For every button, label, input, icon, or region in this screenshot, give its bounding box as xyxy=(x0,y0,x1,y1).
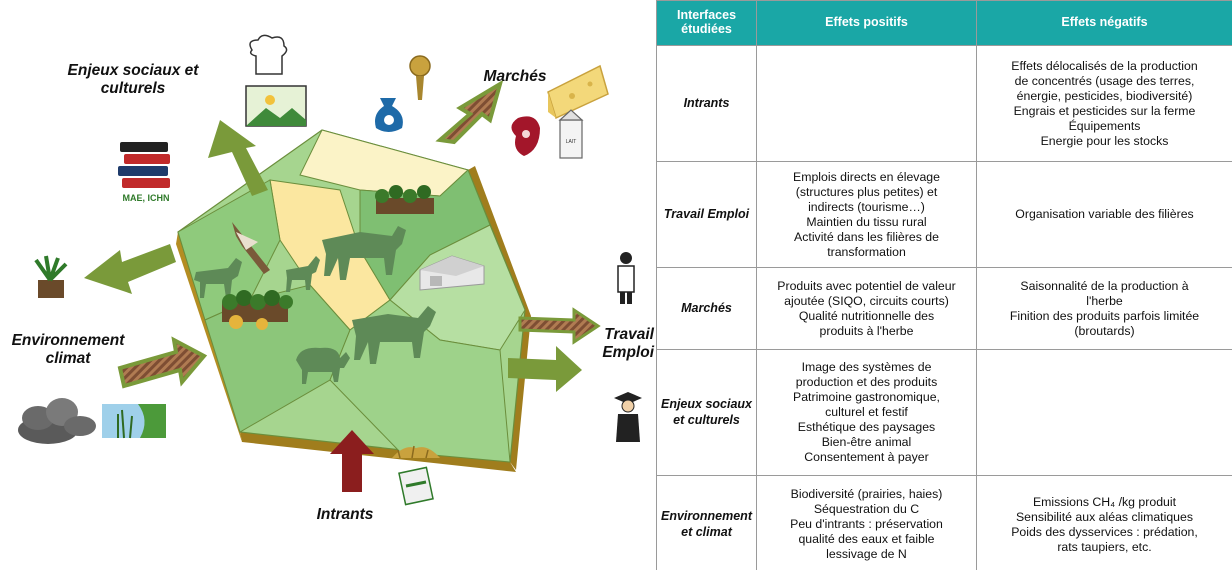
negative-effect-line: Finition des produits parfois limitée xyxy=(980,309,1229,324)
arrow-marches xyxy=(440,84,500,142)
positive-effect-line: produits à l'herbe xyxy=(760,324,973,339)
milk-carton-label: LAIT xyxy=(566,139,577,145)
negative-effect-line: énergie, pesticides, biodiversité) xyxy=(980,89,1229,104)
negative-effect-line: Emissions CH₄ /kg produit xyxy=(980,495,1229,510)
arrow-environnement-in xyxy=(120,340,204,386)
positive-effect-line: Image des systèmes de xyxy=(760,360,973,375)
negative-effect-line: Saisonnalité de la production à xyxy=(980,279,1229,294)
row-interface: Environnement et climat xyxy=(657,476,757,571)
chef-hat-icon xyxy=(250,35,287,74)
cloud-icon xyxy=(18,398,96,444)
money-bag-icon xyxy=(375,98,403,132)
positive-effect-line: lessivage de N xyxy=(760,547,973,562)
positive-effect-line: (structures plus petites) et xyxy=(760,185,973,200)
label-intrants: Intrants xyxy=(300,506,390,524)
positive-effect-line: Qualité nutritionnelle des xyxy=(760,309,973,324)
label-enjeux: Enjeux sociaux et culturels xyxy=(58,62,208,98)
row-positive-effects: Biodiversité (prairies, haies)Séquestrat… xyxy=(757,476,977,571)
row-negative-effects xyxy=(977,350,1232,476)
positive-effect-line: Emplois directs en élevage xyxy=(760,170,973,185)
label-environnement-line1: Environnement xyxy=(4,332,132,350)
table-row: Intrants Effets délocalisés de la product… xyxy=(657,46,1232,162)
positive-effect-line: indirects (tourisme…) xyxy=(760,200,973,215)
negative-effect-line: Organisation variable des filières xyxy=(980,207,1229,222)
negative-effect-line: Sensibilité aux aléas climatiques xyxy=(980,510,1229,525)
row-interface: Intrants xyxy=(657,46,757,162)
positive-effect-line: ajoutée (SIQO, circuits courts) xyxy=(760,294,973,309)
positive-effect-line: Activité dans les filières de xyxy=(760,230,973,245)
negative-effect-line: de concentrés (usage des terres, xyxy=(980,74,1229,89)
label-travail: Travail Emploi xyxy=(592,326,654,362)
negative-effect-line: (broutards) xyxy=(980,324,1229,339)
negative-effect-line: l'herbe xyxy=(980,294,1229,309)
wetland-icon xyxy=(102,404,166,438)
negative-effect-line: Poids des dysservices : prédation, xyxy=(980,525,1229,540)
positive-effect-line: Peu d'intrants : préservation xyxy=(760,517,973,532)
negative-effect-line: Energie pour les stocks xyxy=(980,134,1229,149)
effects-table: Interfaces étudiées Effets positifs Effe… xyxy=(656,0,1232,570)
graduate-icon xyxy=(614,392,642,442)
label-enjeux-line2: culturels xyxy=(58,80,208,98)
positive-effect-line: qualité des eaux et faible xyxy=(760,532,973,547)
label-mae-ichn: MAE, ICHN xyxy=(106,193,186,203)
negative-effect-line: Engrais et pesticides sur la ferme xyxy=(980,104,1229,119)
positive-effect-line: transformation xyxy=(760,245,973,260)
negative-effect-line: Équipements xyxy=(980,119,1229,134)
meat-icon xyxy=(511,116,540,156)
label-enjeux-line1: Enjeux sociaux et xyxy=(58,62,208,80)
positive-effect-line: Bien-être animal xyxy=(760,435,973,450)
table-body: Intrants Effets délocalisés de la product… xyxy=(657,46,1232,571)
header-interfaces: Interfaces étudiées xyxy=(657,1,757,46)
arrow-enjeux xyxy=(208,120,268,196)
agroecosystem-diagram: LAIT xyxy=(0,0,655,570)
label-marches: Marchés xyxy=(470,68,560,86)
positive-effect-line: Esthétique des paysages xyxy=(760,420,973,435)
books-icon xyxy=(118,142,170,188)
arrow-travail-striped xyxy=(520,310,598,342)
milk-carton-icon: LAIT xyxy=(560,110,582,158)
positive-effect-line: Biodiversité (prairies, haies) xyxy=(760,487,973,502)
header-negative: Effets négatifs xyxy=(977,1,1232,46)
worker-icon xyxy=(618,252,634,304)
row-interface: Travail Emploi xyxy=(657,162,757,268)
positive-effect-line: Produits avec potentiel de valeur xyxy=(760,279,973,294)
table-header-row: Interfaces étudiées Effets positifs Effe… xyxy=(657,1,1232,46)
label-environnement-line2: climat xyxy=(4,350,132,368)
landscape-icon xyxy=(246,86,306,126)
row-negative-effects: Organisation variable des filières xyxy=(977,162,1232,268)
effects-table-container: Interfaces étudiées Effets positifs Effe… xyxy=(656,0,1232,570)
label-travail-line2: Emploi xyxy=(592,344,654,362)
positive-effect-line: culturel et festif xyxy=(760,405,973,420)
row-interface: Enjeux sociaux et culturels xyxy=(657,350,757,476)
negative-effect-line: rats taupiers, etc. xyxy=(980,540,1229,555)
medal-icon xyxy=(410,56,430,100)
negative-effect-line: Effets délocalisés de la production xyxy=(980,59,1229,74)
row-positive-effects: Emplois directs en élevage(structures pl… xyxy=(757,162,977,268)
arrow-environnement-out xyxy=(84,244,176,294)
row-interface: Marchés xyxy=(657,268,757,350)
header-positive: Effets positifs xyxy=(757,1,977,46)
positive-effect-line: Consentement à payer xyxy=(760,450,973,465)
label-environnement: Environnement climat xyxy=(4,332,132,368)
plant-icon xyxy=(36,256,66,298)
row-positive-effects xyxy=(757,46,977,162)
positive-effect-line: Maintien du tissu rural xyxy=(760,215,973,230)
seed-bag-icon xyxy=(399,467,433,504)
positive-effect-line: production et des produits xyxy=(760,375,973,390)
label-travail-line1: Travail xyxy=(592,326,654,344)
positive-effect-line: Séquestration du C xyxy=(760,502,973,517)
positive-effect-line: Patrimoine gastronomique, xyxy=(760,390,973,405)
